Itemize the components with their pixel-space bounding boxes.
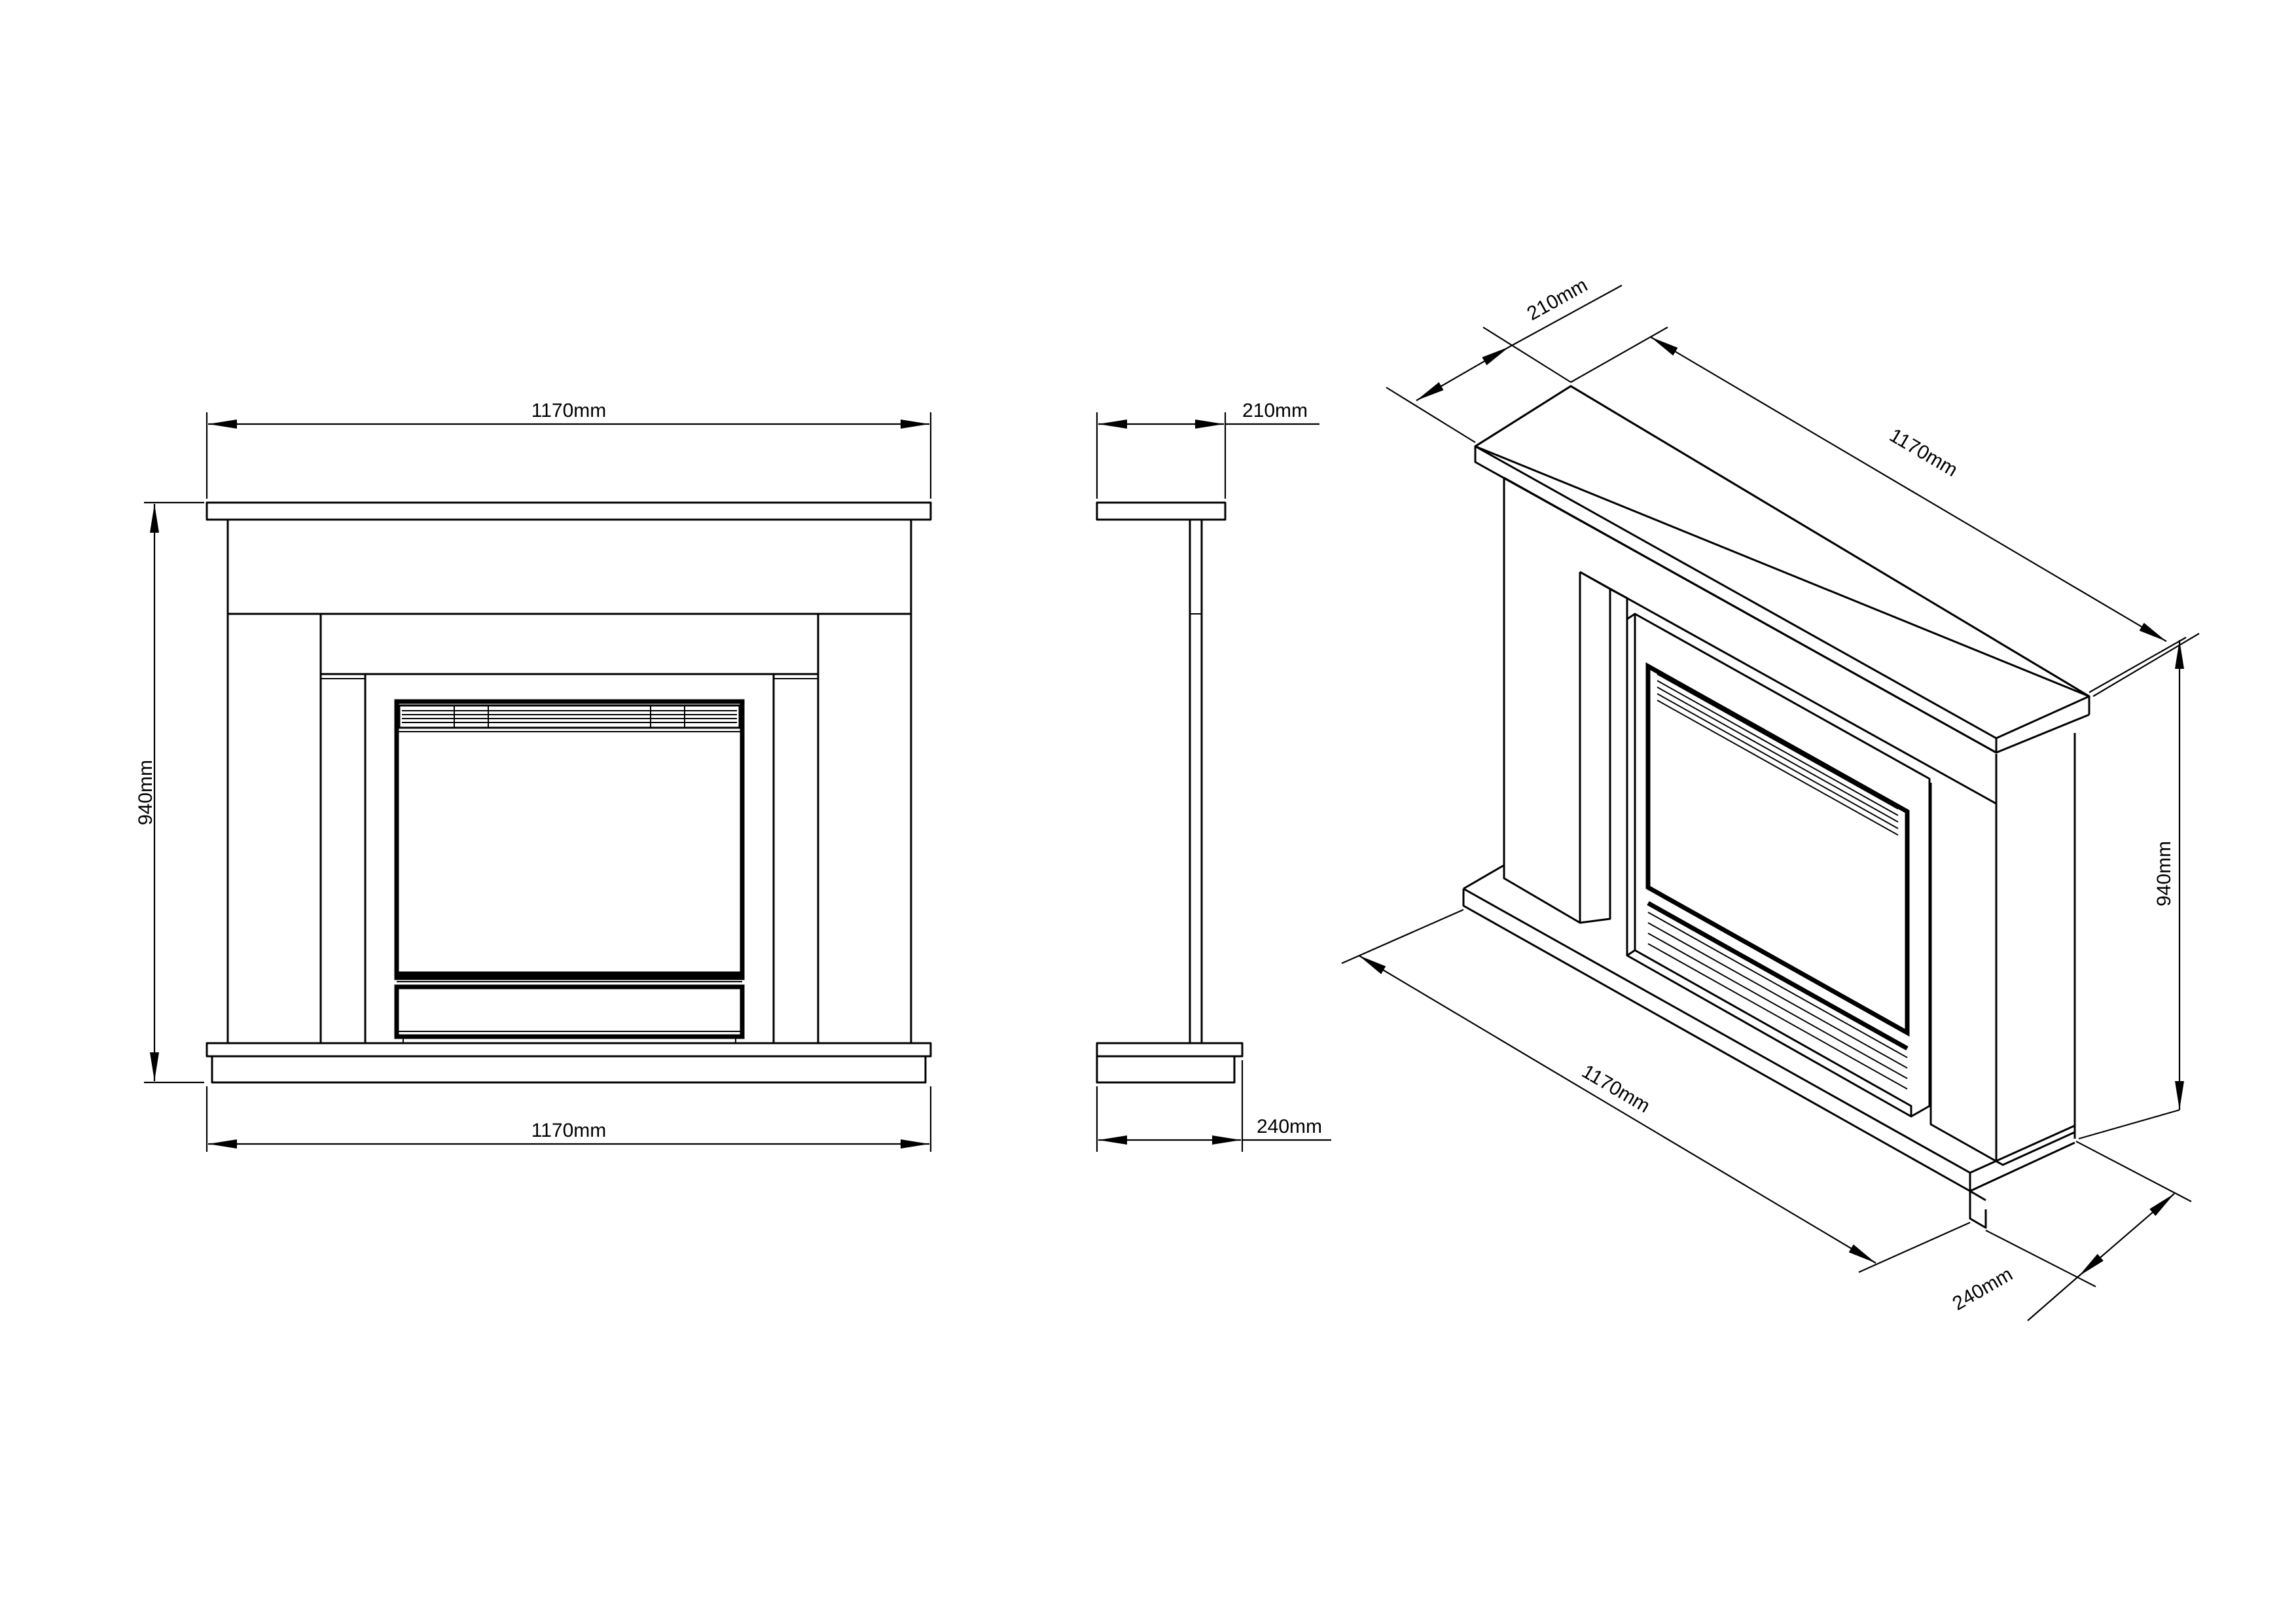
iso-top-depth-dimension: 210mm (1386, 274, 1623, 443)
front-height-dimension: 940mm (135, 501, 204, 1084)
iso-view: 210mm 1170mm 940mm 1170mm 240mm (1341, 274, 2200, 1321)
iso-top-width-dimension: 1170mm (1570, 327, 2187, 693)
front-top-width-dimension: 1170mm (206, 400, 932, 499)
front-hearth (206, 1042, 932, 1084)
side-top-depth-label: 210mm (1242, 400, 1308, 421)
side-base-depth-dimension: 240mm (1096, 1060, 1331, 1152)
iso-top-width-label: 1170mm (1886, 425, 1961, 482)
side-hearth (1096, 1042, 1244, 1084)
iso-base-depth-label: 240mm (1949, 1263, 2017, 1315)
front-bottom-width-dimension: 1170mm (206, 1086, 932, 1152)
front-surround (226, 520, 912, 1043)
front-view: 1170mm 1170mm 940mm (135, 400, 932, 1152)
iso-bottom-width-dimension: 1170mm (1341, 908, 1971, 1274)
side-base-depth-label: 240mm (1257, 1116, 1322, 1137)
side-mantel-shelf (1096, 501, 1227, 521)
side-top-depth-dimension: 210mm (1096, 400, 1319, 499)
front-bottom-width-label: 1170mm (531, 1120, 607, 1141)
side-view: 210mm 240mm (1096, 400, 1331, 1152)
iso-base-depth-dimension: 240mm (1949, 1141, 2192, 1321)
front-top-width-label: 1170mm (531, 400, 607, 421)
iso-height-dimension: 940mm (2078, 633, 2200, 1140)
iso-hearth (1462, 864, 2076, 1229)
side-surround (1189, 520, 1203, 1043)
iso-fire-box (1645, 662, 1910, 1090)
iso-height-label: 940mm (2153, 841, 2175, 906)
front-height-label: 940mm (135, 760, 156, 825)
front-fire-box (394, 699, 745, 980)
front-mantel-shelf (206, 501, 932, 521)
front-fire-fret (394, 981, 745, 1043)
iso-top-depth-label: 210mm (1524, 274, 1592, 325)
iso-mantel-shelf (1474, 385, 2090, 754)
